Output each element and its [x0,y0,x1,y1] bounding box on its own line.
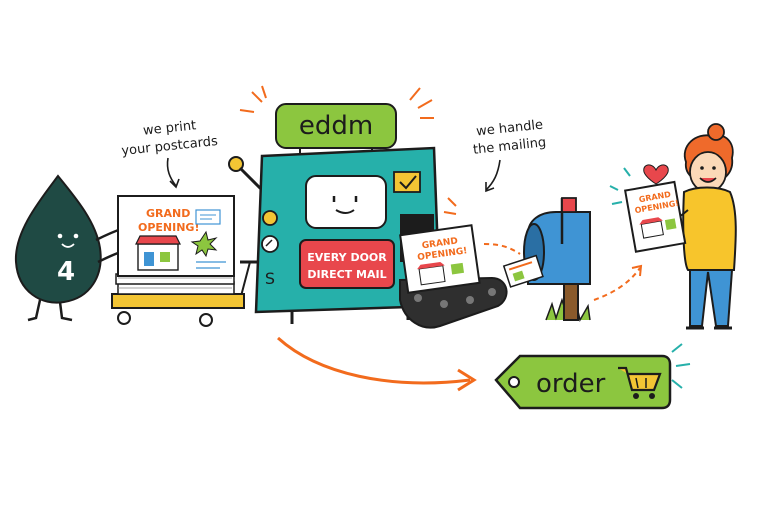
held-postcard: GRAND OPENING! [623,180,687,253]
order-arrow [276,336,471,385]
order-tag[interactable]: order [494,354,672,410]
stack-postcard-line2: OPENING! [138,221,199,234]
machine-screen [305,175,387,229]
postcard-stack: GRAND OPENING! [115,195,235,295]
mail-dashed-arrow [483,243,521,255]
mascot-badge: 4 [57,257,75,287]
machine-sign [275,103,397,149]
print-annotation-line1: we print [142,118,197,138]
heart-icon [643,164,669,185]
person-dashed-arrow [593,267,641,301]
machine-panel-line1: EVERY DOOR [307,251,387,264]
stack-postcard-line1: GRAND [146,207,190,220]
drop-mascot: 4 [14,174,127,322]
mail-annotation-line1: we handle [475,118,543,140]
output-postcard: GRAND OPENING! [399,224,481,294]
mail-annotation: we handle the mailing [443,118,547,215]
checkmark-icon [399,175,417,190]
star-burst-icon [190,230,218,258]
machine-dial-label: S [265,269,275,288]
recipient-person [643,123,737,330]
cart-icon [618,366,662,399]
print-annotation: we print your postcards [121,118,219,189]
mascot-body [14,174,102,304]
mini-postcard [502,254,544,288]
machine-sign-label: eddm [299,111,373,141]
machine-panel-line2: DIRECT MAIL [307,268,386,281]
order-tag-label: order [536,369,606,399]
print-annotation-line2: your postcards [121,134,219,159]
print-annotation-arrow [166,157,177,187]
postcard-cart [111,260,258,327]
machine-panel [299,239,395,289]
